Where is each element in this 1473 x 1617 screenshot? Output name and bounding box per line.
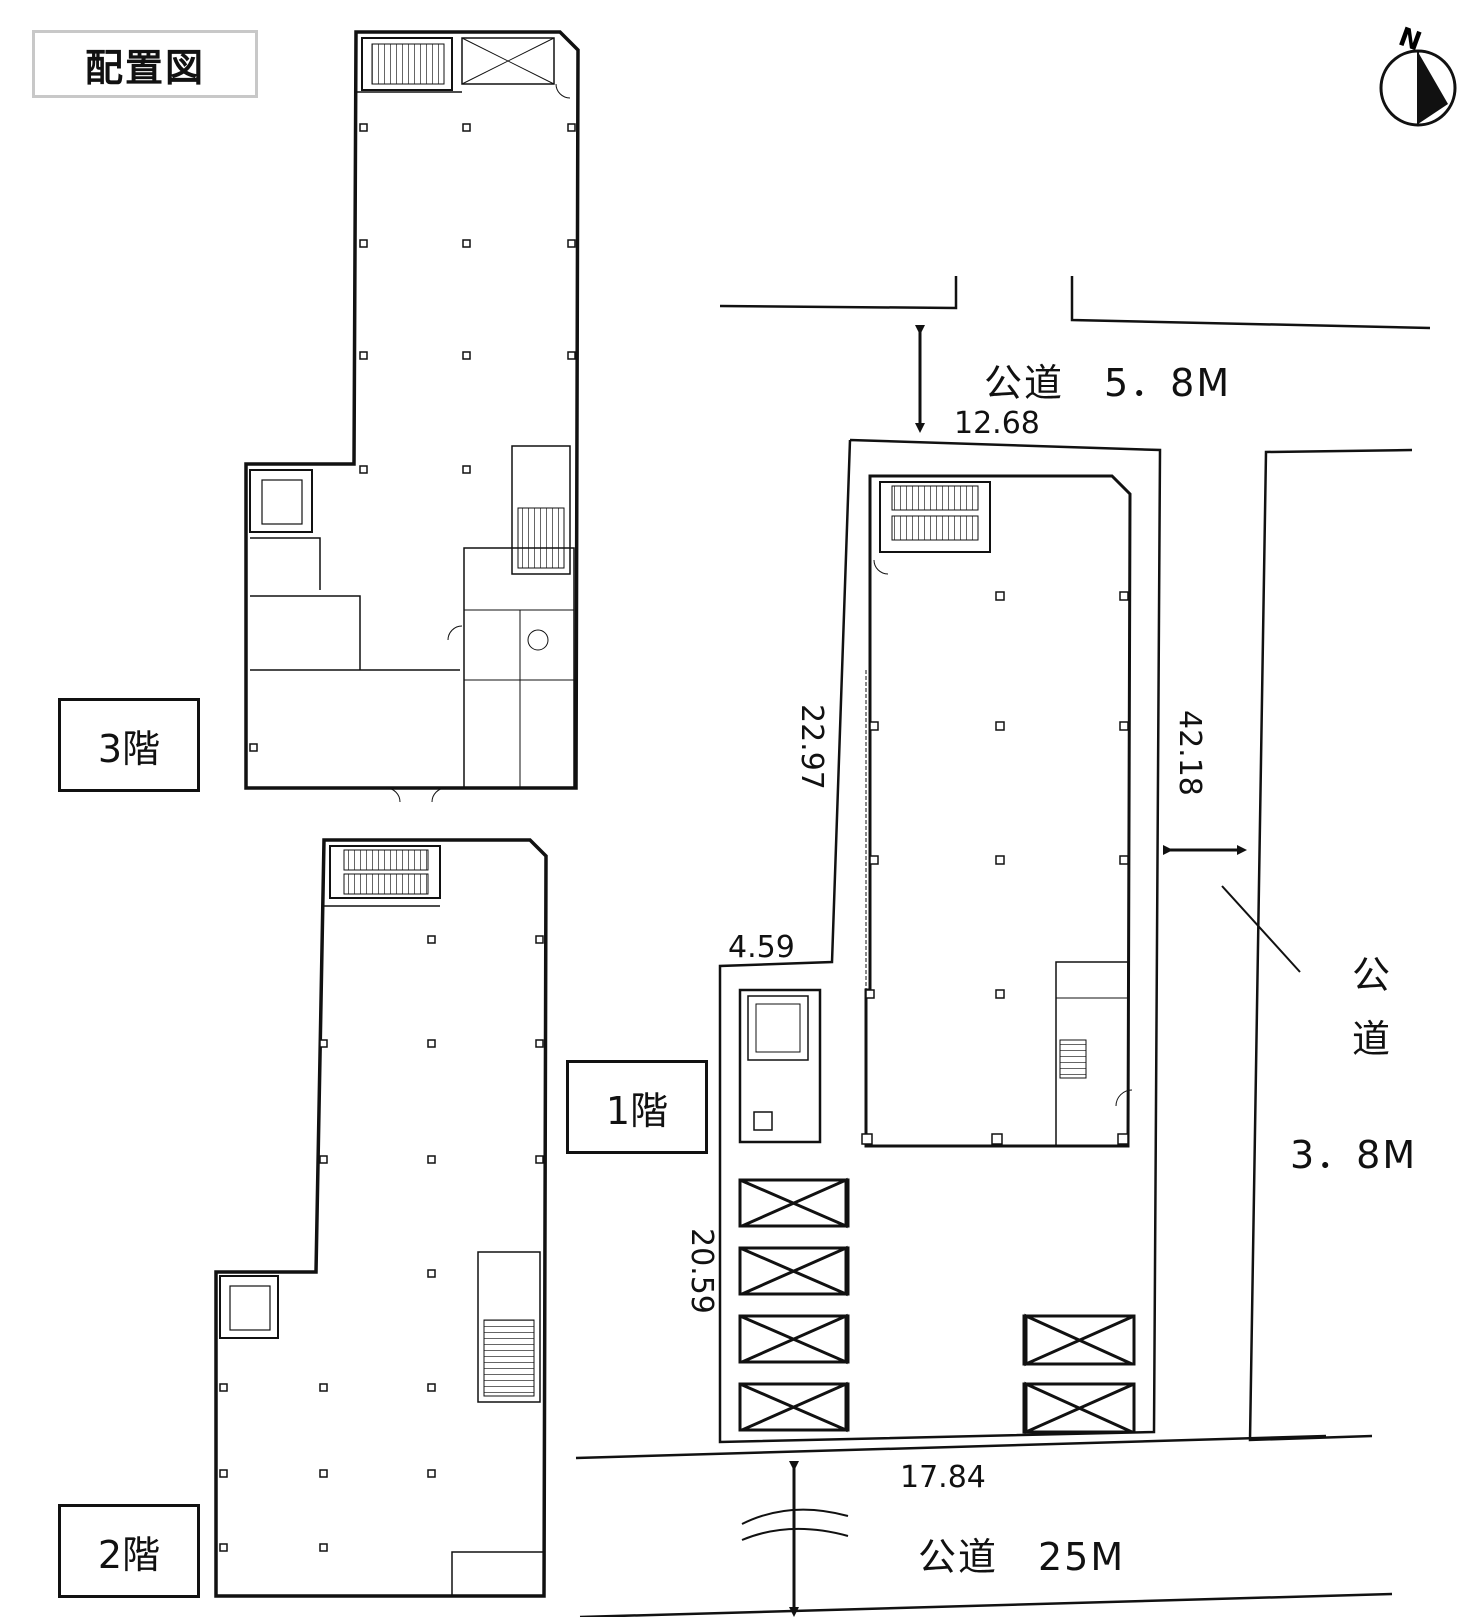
floor2-plan: [214, 838, 548, 1598]
road-width-arrows: [741, 325, 1301, 1617]
dim-east-edge: 42.18: [1172, 710, 1207, 796]
floor1-plan: [738, 474, 1133, 1148]
floor3-columns: [249, 123, 576, 752]
floor3-plan: [244, 30, 580, 803]
site-boundary: [718, 438, 1162, 1444]
floor-label-3f: 3階: [58, 698, 200, 792]
dim-step: 4.59: [728, 930, 795, 965]
floor1-columns: [861, 591, 1129, 1145]
parking-spaces: [738, 1177, 1136, 1435]
dim-north-edge: 12.68: [954, 406, 1040, 441]
floor-label-1f: 1階: [566, 1060, 708, 1154]
floor2-columns: [219, 935, 544, 1552]
compass-icon: N: [1379, 22, 1457, 127]
road-south-label: 公道 25M: [918, 1535, 1126, 1579]
parking-space: [1022, 1381, 1136, 1435]
road-north-label: 公道 5．8M: [984, 361, 1232, 405]
dim-south-edge: 17.84: [900, 1460, 986, 1495]
parking-space: [1022, 1313, 1136, 1367]
road-east-label-2: 道: [1352, 1017, 1393, 1061]
dim-west-lower: 20.59: [684, 1228, 719, 1314]
road-east-label-1: 公: [1352, 953, 1393, 997]
road-edges: [575, 276, 1431, 1617]
parking-space: [738, 1177, 850, 1229]
drawing-title: 配置図: [32, 30, 258, 98]
parking-space: [738, 1313, 850, 1365]
floor-label-2f: 2階: [58, 1504, 200, 1598]
parking-space: [738, 1381, 850, 1433]
road-east-width-label: 3．8M: [1290, 1133, 1418, 1177]
dim-west-upper: 22.97: [794, 704, 829, 790]
parking-space: [738, 1245, 850, 1297]
